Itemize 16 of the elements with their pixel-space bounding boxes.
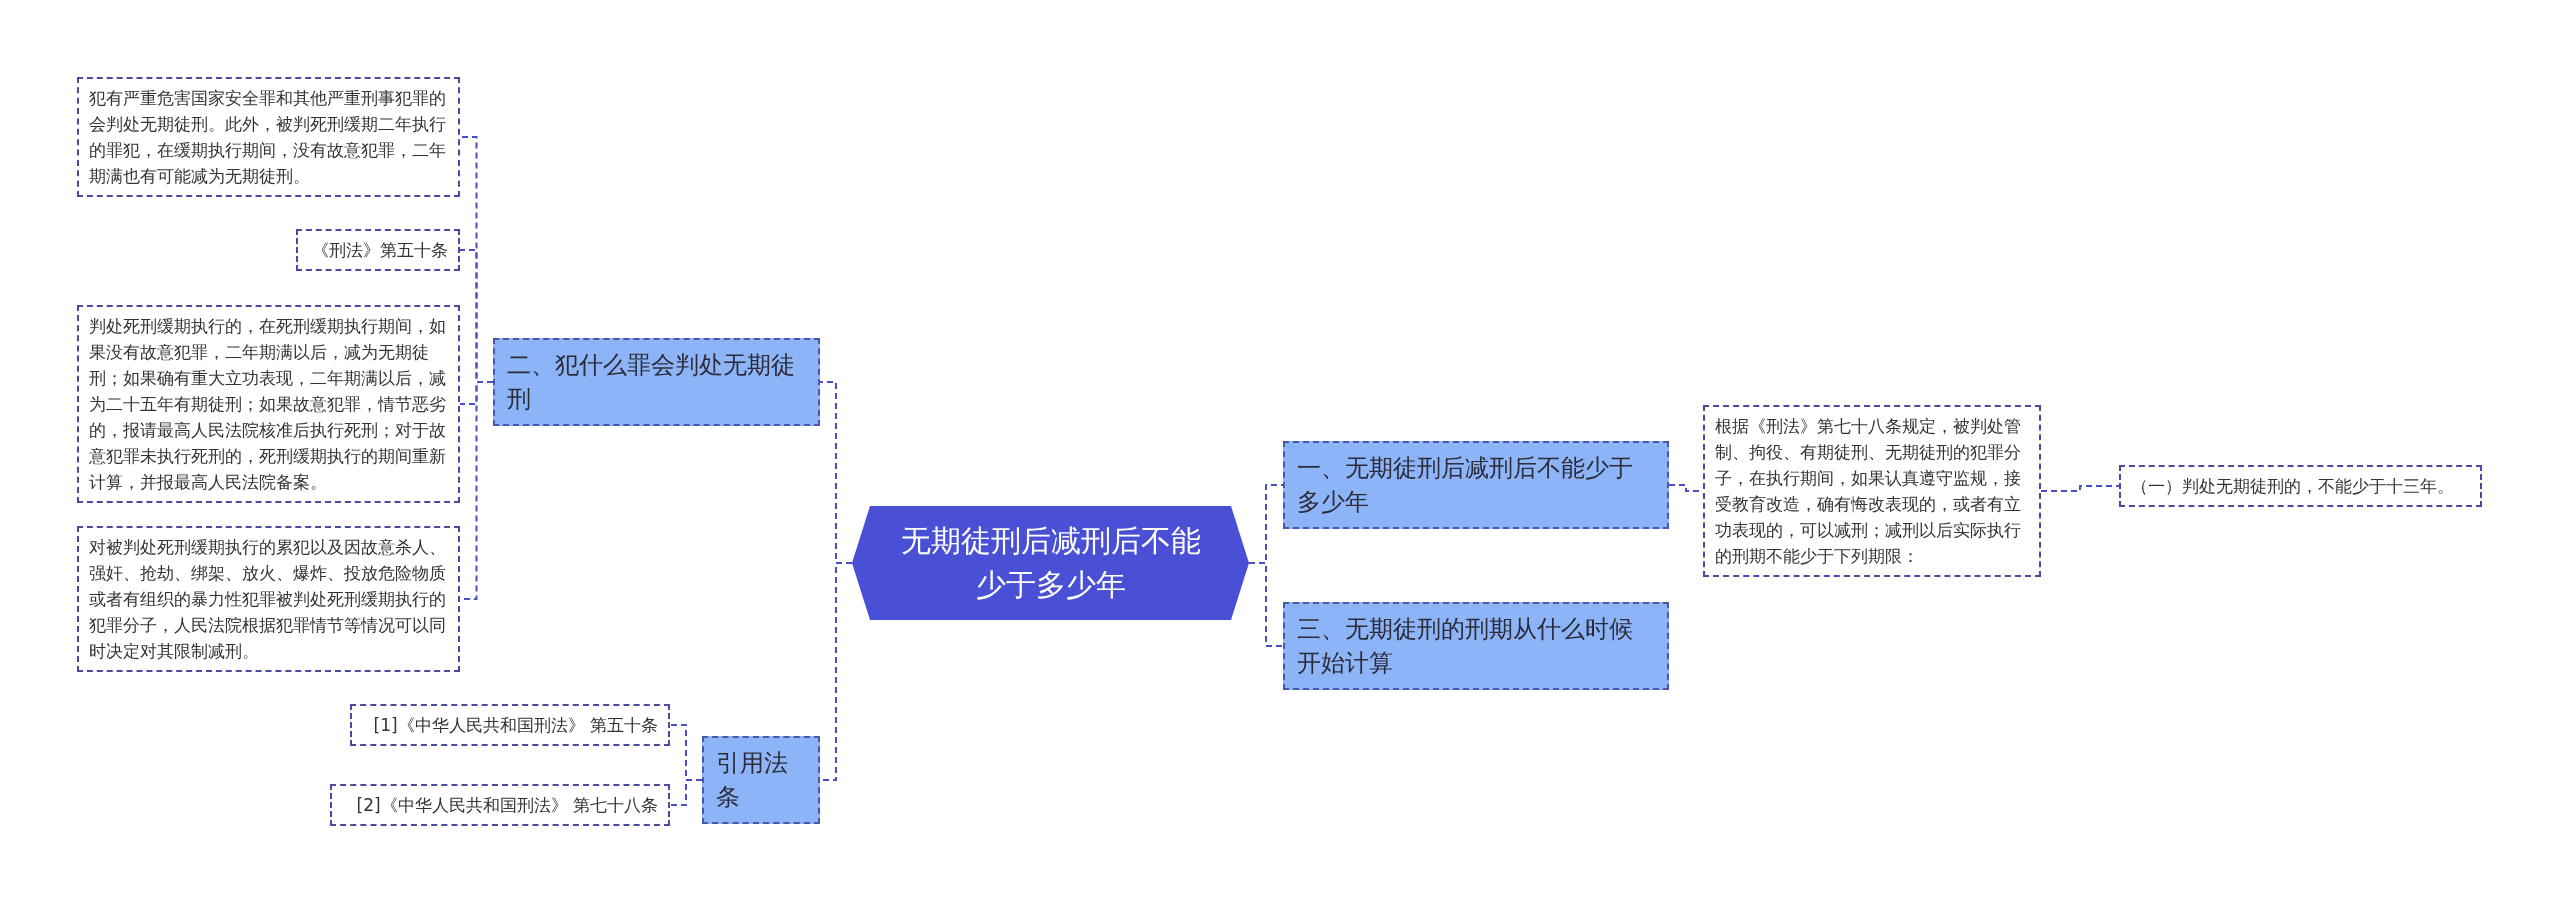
- connector: [2040, 485, 2120, 492]
- note-box: 判处死刑缓期执行的，在死刑缓期执行期间，如果没有故意犯罪，二年期满以后，减为无期徒刑；如果确有重大立功表现，二年期满以后，减为二十五年有期徒刑；如果故意犯罪，情节恶劣的，报请最高人民法院核准后执行死刑；对于故意犯罪未执行死刑的，死刑缓期执行的期间重新计算，并报最高人民法院备案。: [77, 305, 460, 503]
- topic-box: 引用法条: [702, 736, 820, 824]
- note-box: [2]《中华人民共和国刑法》 第七十八条: [330, 784, 670, 826]
- note-box: [1]《中华人民共和国刑法》 第五十条: [350, 704, 670, 746]
- central-topic: 无期徒刑后减刑后不能少于多少年: [852, 506, 1249, 620]
- connector: [669, 779, 703, 806]
- topic-box: 二、犯什么罪会判处无期徒刑: [493, 338, 820, 426]
- note-box: 对被判处死刑缓期执行的累犯以及因故意杀人、强奸、抢劫、绑架、放火、爆炸、投放危险物质或者有组织的暴力性犯罪被判处死刑缓期执行的犯罪分子，人民法院根据犯罪情节等情况可以同时决定对其限制减刑。: [77, 526, 460, 672]
- topic-box: 三、无期徒刑的刑期从什么时候开始计算: [1283, 602, 1669, 690]
- topic-box: 一、无期徒刑后减刑后不能少于多少年: [1283, 441, 1669, 529]
- note-box: （一）判处无期徒刑的，不能少于十三年。: [2119, 465, 2482, 507]
- connector: [1248, 562, 1284, 647]
- note-box: 犯有严重危害国家安全罪和其他严重刑事犯罪的会判处无期徒刑。此外，被判死刑缓期二年执行的罪犯，在缓期执行期间，没有故意犯罪，二年期满也有可能减为无期徒刑。: [77, 77, 460, 197]
- note-box: 根据《刑法》第七十八条规定，被判处管制、拘役、有期徒刑、无期徒刑的犯罪分子，在执行期间，如果认真遵守监规，接受教育改造，确有悔改表现的，或者有立功表现的，可以减刑；减刑以后实际执行的刑期不能少于下列期限：: [1703, 405, 2041, 577]
- note-box: 《刑法》第五十条: [296, 229, 460, 271]
